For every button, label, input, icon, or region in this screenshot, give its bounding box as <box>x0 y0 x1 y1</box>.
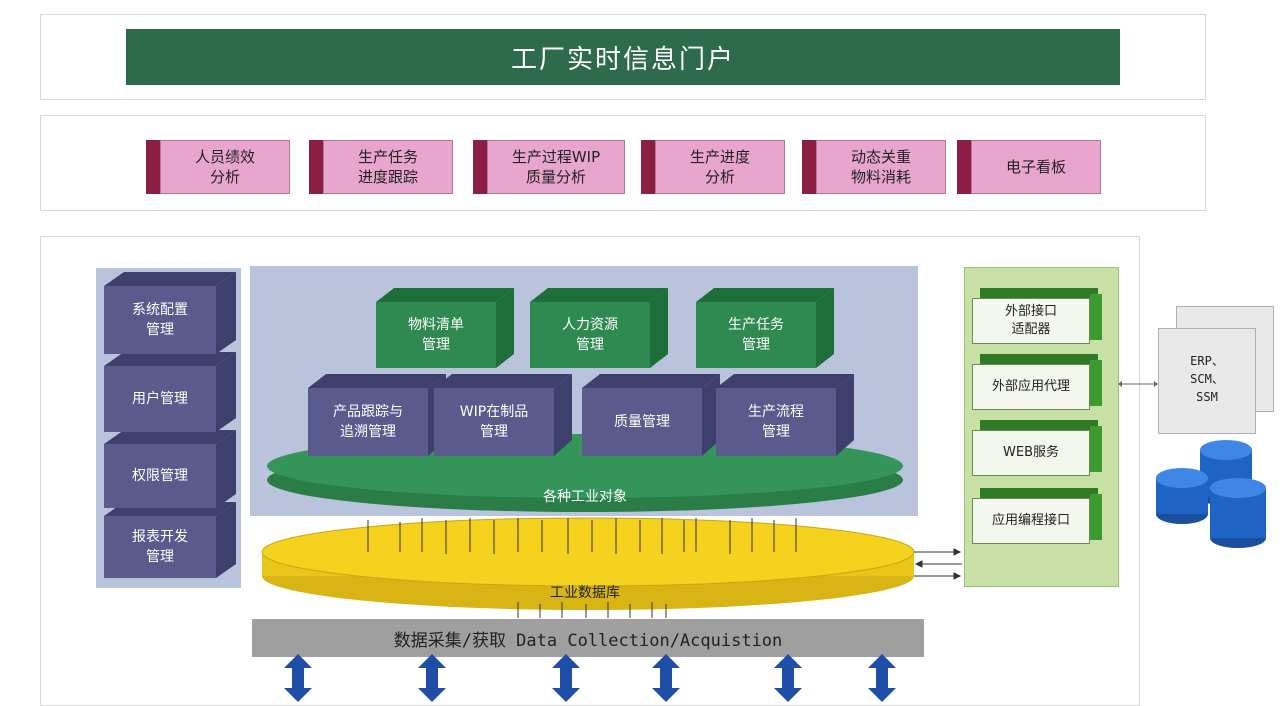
data-collection-bar: 数据采集/获取 Data Collection/Acquistion <box>252 619 924 657</box>
cube-side <box>1090 294 1102 340</box>
connector-arrow <box>1118 381 1158 387</box>
left-management-cubes <box>104 272 236 578</box>
platform-label: 各种工业对象 <box>543 489 627 505</box>
exchange-arrows <box>914 548 962 580</box>
green-cubes <box>376 288 834 368</box>
cube-top <box>980 488 1098 498</box>
production-process-management[interactable]: 生产流程 管理 <box>748 404 804 440</box>
cube-side <box>1090 360 1102 406</box>
hr-management[interactable]: 人力资源 管理 <box>562 317 618 353</box>
module-shadow <box>802 140 816 194</box>
up-down-arrow-icon <box>652 654 680 702</box>
module-material-consumption[interactable]: 动态关重 物料消耗 <box>816 140 946 194</box>
module-shadow <box>473 140 487 194</box>
up-down-arrow-icon <box>552 654 580 702</box>
module-task-progress[interactable]: 生产任务 进度跟踪 <box>323 140 453 194</box>
module-personnel-performance[interactable]: 人员绩效 分析 <box>160 140 290 194</box>
module-electronic-board[interactable]: 电子看板 <box>971 140 1101 194</box>
cube-side <box>1090 494 1102 540</box>
external-interface-adapter[interactable]: 外部接口 适配器 <box>972 298 1090 344</box>
up-down-arrow-icon <box>284 654 312 702</box>
system-config-management[interactable]: 系统配置 管理 <box>132 302 188 338</box>
user-management[interactable]: 用户管理 <box>132 391 188 407</box>
bom-management[interactable]: 物料清单 管理 <box>408 317 464 353</box>
external-systems-label: ERP、 SCM、 SSM <box>1190 354 1224 404</box>
cube-top <box>980 288 1098 298</box>
module-wip-quality[interactable]: 生产过程WIP 质量分析 <box>487 140 625 194</box>
module-shadow <box>957 140 971 194</box>
quality-management[interactable]: 质量管理 <box>614 414 670 430</box>
portal-title: 工厂实时信息门户 <box>126 29 1120 85</box>
external-app-proxy[interactable]: 外部应用代理 <box>972 364 1090 410</box>
cube-top <box>980 420 1098 430</box>
document-stack-front <box>1158 328 1256 434</box>
application-programming-interface[interactable]: 应用编程接口 <box>972 498 1090 544</box>
permission-management[interactable]: 权限管理 <box>132 468 188 484</box>
module-shadow <box>309 140 323 194</box>
purple-cubes <box>308 374 854 456</box>
production-task-management[interactable]: 生产任务 管理 <box>728 317 784 353</box>
module-shadow <box>641 140 655 194</box>
data-flow-arrows <box>284 654 896 702</box>
up-down-arrow-icon <box>774 654 802 702</box>
database-cylinders-icon <box>1156 440 1266 548</box>
connector-lines <box>367 518 797 618</box>
industrial-database <box>261 517 915 618</box>
module-shadow <box>146 140 160 194</box>
wip-management[interactable]: WIP在制品 管理 <box>459 404 529 440</box>
database-label: 工业数据库 <box>550 585 620 601</box>
product-tracking-management[interactable]: 产品跟踪与 追溯管理 <box>333 404 403 440</box>
cube-top <box>980 354 1098 364</box>
module-production-progress[interactable]: 生产进度 分析 <box>655 140 785 194</box>
up-down-arrow-icon <box>418 654 446 702</box>
cube-side <box>1090 426 1102 472</box>
up-down-arrow-icon <box>868 654 896 702</box>
report-development-management[interactable]: 报表开发 管理 <box>132 529 188 565</box>
web-service[interactable]: WEB服务 <box>972 430 1090 476</box>
